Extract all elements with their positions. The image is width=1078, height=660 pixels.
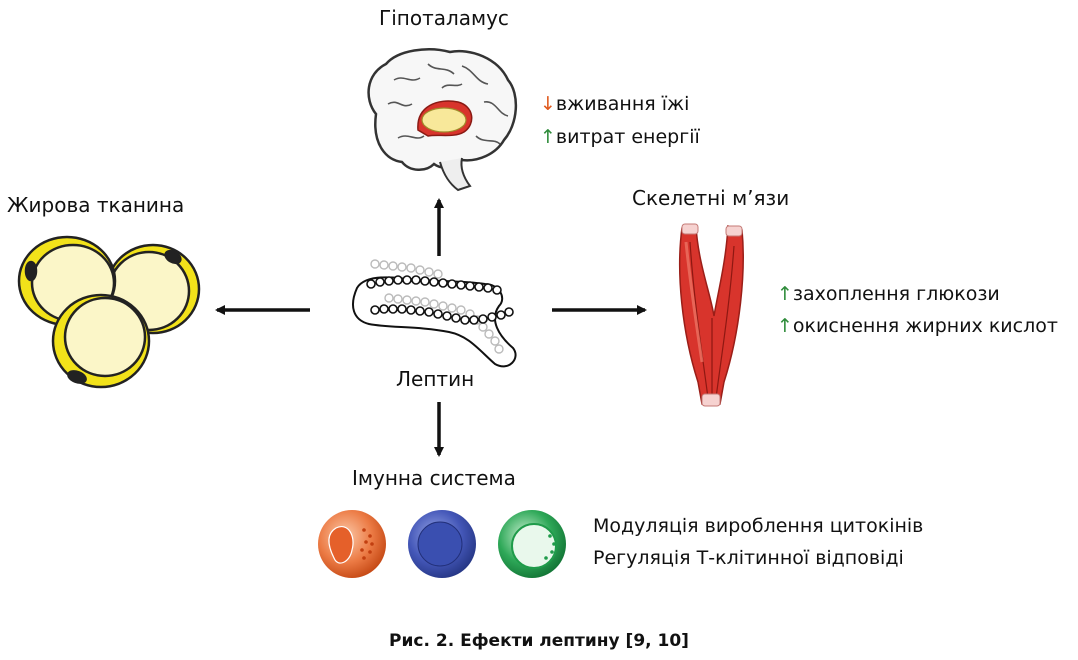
muscle-icon bbox=[678, 223, 744, 407]
fat-cells-icon bbox=[17, 235, 201, 389]
immune-cell-icons bbox=[318, 510, 566, 578]
muscle-effect-glucose-uptake: ↑захоплення глюкози bbox=[777, 282, 1000, 306]
hypothalamus-effect-food-intake: ↓вживання їжі bbox=[540, 92, 689, 116]
hypothalamus-effect-energy-expenditure: ↑витрат енергії bbox=[540, 125, 700, 149]
arrow-up-icon: ↑ bbox=[777, 283, 793, 305]
adipose-tissue-label: Жирова тканина bbox=[7, 193, 185, 217]
hypothalamus-label: Гіпоталамус bbox=[379, 6, 509, 30]
brain-icon bbox=[367, 48, 518, 192]
green-immune-cell bbox=[498, 510, 566, 578]
leptin-protein-icon bbox=[352, 259, 517, 368]
skeletal-muscle-label: Скелетні м’язи bbox=[632, 186, 790, 210]
blue-immune-cell bbox=[408, 510, 476, 578]
figure-caption: Рис. 2. Ефекти лептину [9, 10] bbox=[389, 631, 689, 651]
immune-effect-t-cell: Регуляція Т-клітинної відповіді bbox=[593, 547, 904, 569]
immune-effect-cytokines: Модуляція вироблення цитокінів bbox=[593, 515, 924, 537]
effect-text: витрат енергії bbox=[555, 126, 700, 148]
muscle-effect-fatty-acid-oxidation: ↑окиснення жирних кислот bbox=[777, 314, 1058, 338]
fat-cell bbox=[51, 293, 151, 389]
immune-system-label: Імунна система bbox=[352, 466, 516, 490]
effect-text: окиснення жирних кислот bbox=[792, 315, 1058, 337]
arrow-up-icon: ↑ bbox=[777, 315, 793, 337]
arrow-up-icon: ↑ bbox=[540, 126, 556, 148]
effect-text: захоплення глюкози bbox=[792, 283, 1000, 305]
orange-immune-cell bbox=[318, 510, 386, 578]
arrow-down-icon: ↓ bbox=[540, 93, 556, 115]
leptin-label: Лептин bbox=[396, 367, 475, 391]
effect-text: вживання їжі bbox=[555, 93, 690, 115]
